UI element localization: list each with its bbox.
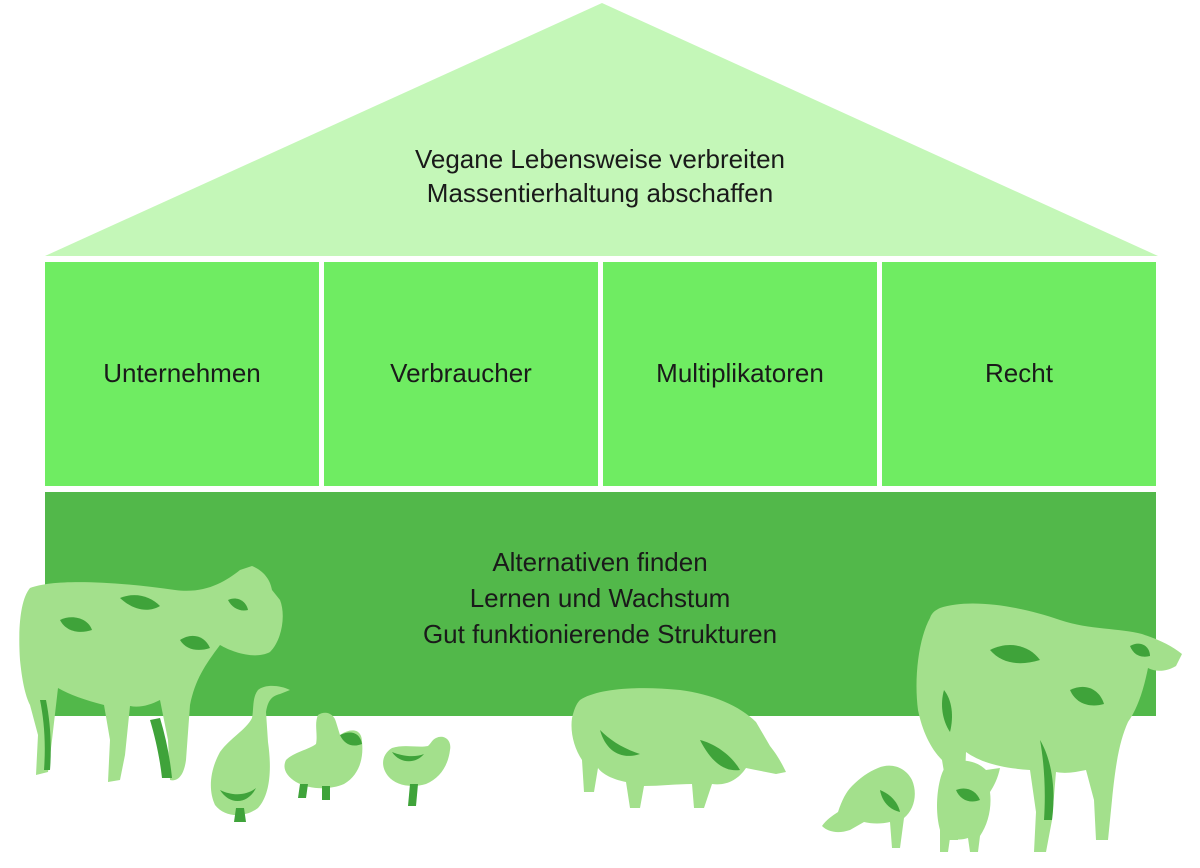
roof-line-1: Vegane Lebensweise verbreiten <box>414 144 786 174</box>
cow-icon <box>916 603 1182 852</box>
roof-line-2: Massentierhaltung abschaffen <box>426 178 774 208</box>
pillar-box-1 <box>45 262 319 486</box>
roof-triangle <box>45 3 1158 256</box>
pig-icon <box>571 688 786 808</box>
foundation-line-3: Gut funktionierende Strukturen <box>422 619 778 649</box>
foundation-line-2: Lernen und Wachstum <box>469 583 731 613</box>
hen-icon <box>383 736 451 806</box>
pillar-label-recht: Recht <box>985 358 1053 388</box>
pillar-label-verbraucher: Verbraucher <box>390 358 532 388</box>
pillar-box-2 <box>324 262 598 486</box>
foundation-text: Alternativen finden Lernen und Wachstum … <box>300 544 900 652</box>
cow-icon <box>19 566 283 782</box>
goose-icon <box>210 685 290 822</box>
piglet-icon <box>822 765 915 848</box>
pillar-box-4 <box>882 262 1156 486</box>
roof-goal-text: Vegane Lebensweise verbreiten Massentier… <box>300 142 900 210</box>
pillar-label-unternehmen: Unternehmen <box>103 358 261 388</box>
piglet-icon <box>937 760 1000 852</box>
foundation-line-1: Alternativen finden <box>492 547 708 577</box>
pillar-label-multiplikatoren: Multiplikatoren <box>656 358 824 388</box>
rooster-icon <box>284 712 363 800</box>
pillar-box-3 <box>603 262 877 486</box>
